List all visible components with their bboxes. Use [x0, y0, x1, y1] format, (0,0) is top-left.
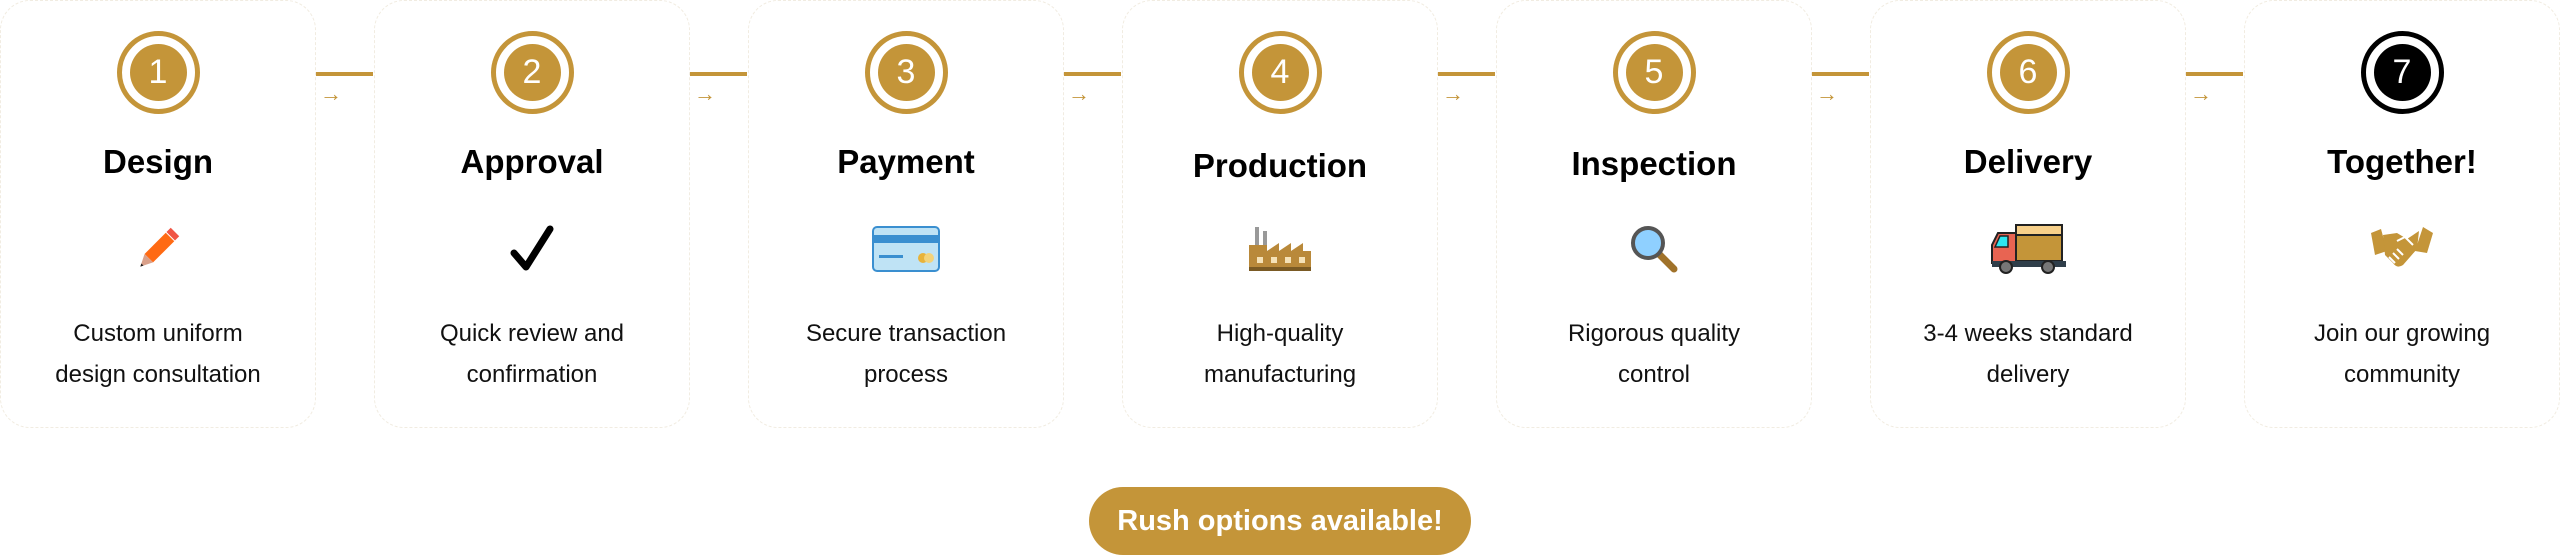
step-number-badge: 7 — [2360, 31, 2444, 114]
connector-arrow: → — [316, 72, 373, 105]
step-number-badge: 6 — [1986, 31, 2070, 114]
step-number-badge: 3 — [864, 31, 948, 114]
step-number-badge: 1 — [116, 31, 200, 114]
connector-arrow: → — [1064, 72, 1121, 105]
step-title: Payment — [837, 143, 975, 180]
handshake-icon — [2371, 221, 2433, 277]
connector-arrow: → — [690, 72, 747, 105]
connector-arrow: → — [1812, 72, 1869, 105]
factory-icon — [1249, 221, 1311, 277]
step-title: Delivery — [1963, 143, 2093, 180]
step-title: Design — [102, 143, 214, 180]
step-number-badge: 4 — [1238, 31, 1322, 114]
credit-card-icon — [872, 221, 940, 277]
connector-arrow: → — [1438, 72, 1495, 105]
connector-arrow: → — [2186, 72, 2243, 105]
checkmark-icon — [504, 221, 560, 277]
pencil-icon — [130, 221, 186, 277]
magnifier-icon — [1626, 221, 1682, 277]
step-number-badge: 2 — [490, 31, 574, 114]
step-number-badge: 5 — [1612, 31, 1696, 114]
truck-icon — [1991, 221, 2066, 277]
step-title: Inspection — [1571, 145, 1737, 182]
rush-options-button[interactable]: Rush options available! — [1089, 487, 1471, 555]
step-title: Together! — [2327, 143, 2477, 180]
step-title: Approval — [460, 143, 604, 180]
step-title: Production — [1192, 147, 1368, 184]
